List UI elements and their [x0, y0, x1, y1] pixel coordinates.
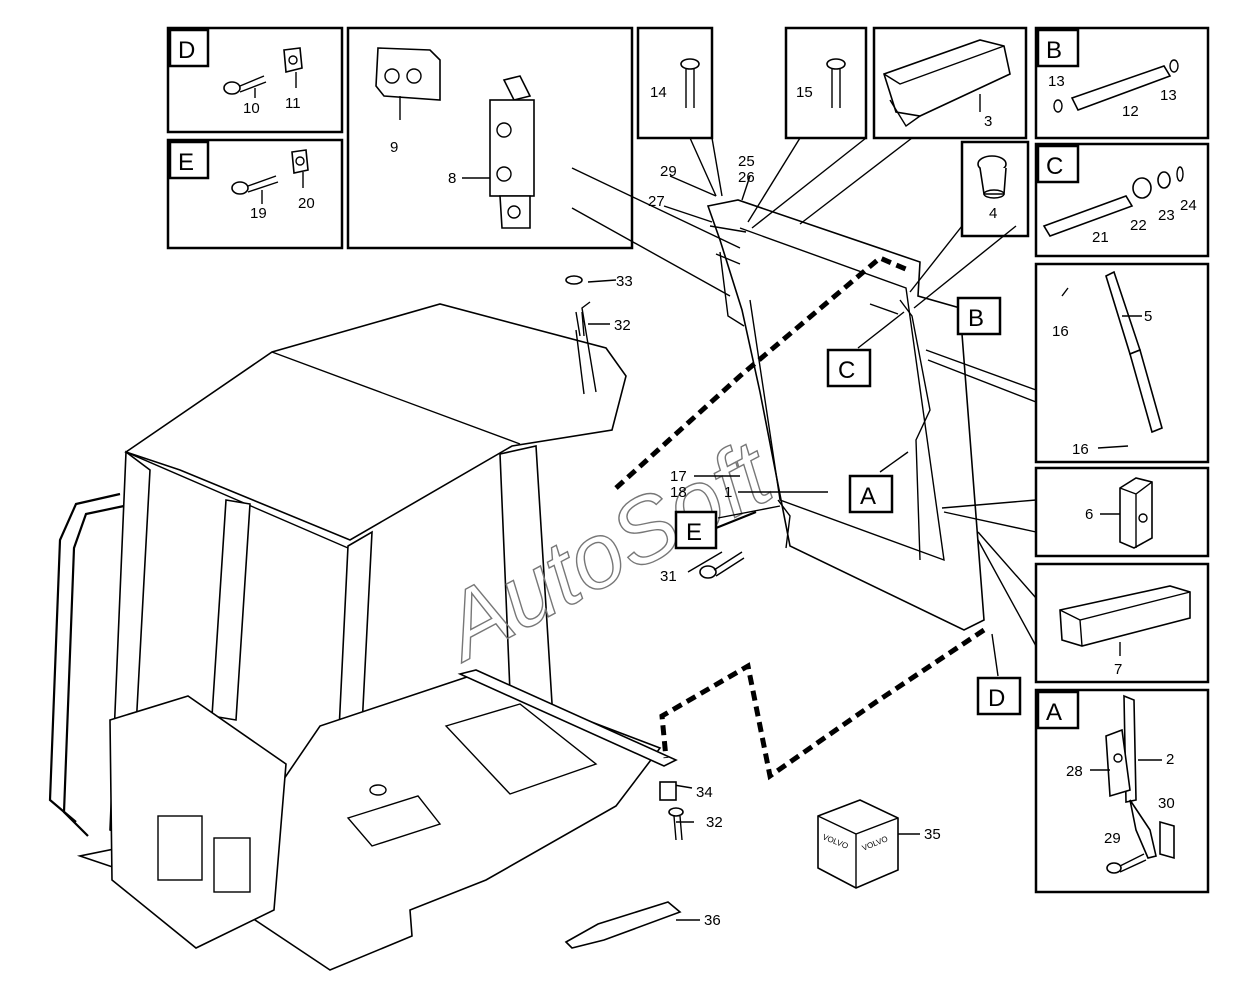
bolt-15-icon: [826, 58, 846, 108]
detail-box-4: 4: [960, 140, 1030, 238]
label-27: 27: [648, 193, 665, 210]
bolt-10-icon: [223, 75, 267, 95]
label-30: 30: [1158, 795, 1175, 812]
label-28: 28: [1066, 763, 1083, 780]
pin-12-icon: [1053, 59, 1179, 113]
label-29a: 29: [660, 163, 677, 180]
bolt-29-icon: [1106, 853, 1147, 874]
label-7: 7: [1114, 661, 1122, 678]
callout-e: E: [674, 510, 718, 550]
label-24: 24: [1180, 197, 1197, 214]
pin-21-icon: [1042, 166, 1184, 237]
bushing-4-icon: [977, 155, 1007, 199]
detail-box-14: 14: [636, 26, 714, 140]
callout-b: B: [956, 296, 1002, 336]
label-26: 26: [738, 169, 755, 186]
detail-box-6: 6: [1034, 466, 1210, 558]
label-18: 18: [670, 484, 687, 501]
label-32a: 32: [614, 317, 631, 334]
callout-e-arrow: [715, 510, 757, 530]
hinge-8-icon: [489, 75, 535, 229]
bolt-32-top-icon: [575, 311, 585, 337]
label-16a: 16: [1052, 323, 1069, 340]
callout-c: C: [826, 348, 872, 388]
plate-9-icon: [375, 47, 441, 101]
detail-tag-d: D: [178, 37, 195, 64]
label-12: 12: [1122, 103, 1139, 120]
label-25: 25: [738, 153, 755, 170]
gas-spring-5-icon: [1105, 270, 1163, 434]
label-17: 17: [670, 468, 687, 485]
bolt-14-icon: [680, 58, 700, 108]
detail-tag-b: B: [1046, 37, 1062, 64]
label-13a: 13: [1048, 73, 1065, 90]
callout-a: A: [848, 474, 894, 514]
label-8: 8: [448, 170, 456, 187]
svg-text:A: A: [860, 483, 876, 510]
detail-box-c: C 21 22 23 24: [1034, 142, 1210, 258]
bolt-32-bottom-icon: [668, 807, 684, 841]
detail-box-e: E 19 20: [166, 138, 344, 250]
bolt-31-icon: [699, 551, 745, 579]
label-16b: 16: [1072, 441, 1089, 458]
callout-d: D: [976, 676, 1022, 716]
detail-box-5: 5 16 16: [1034, 262, 1210, 464]
bolt-19-icon: [231, 175, 279, 195]
label-13b: 13: [1160, 87, 1177, 104]
label-11: 11: [285, 95, 301, 112]
label-5: 5: [1144, 308, 1152, 325]
svg-text:D: D: [988, 685, 1005, 712]
detail-box-15: 15: [784, 26, 868, 140]
svg-text:E: E: [686, 519, 702, 546]
label-36: 36: [704, 912, 721, 929]
label-6: 6: [1085, 506, 1093, 523]
label-29b: 29: [1104, 830, 1121, 847]
label-20: 20: [298, 195, 315, 212]
label-22: 22: [1130, 217, 1147, 234]
detail-box-a: A 2 28 30 29: [1034, 688, 1210, 894]
svg-text:C: C: [838, 357, 855, 384]
seal-7-icon: [1059, 585, 1191, 647]
label-9: 9: [390, 139, 398, 156]
label-4: 4: [989, 205, 997, 222]
door-drawing: [706, 199, 985, 631]
tube-36-icon: [564, 901, 682, 949]
label-21: 21: [1092, 229, 1109, 246]
block-6-icon: [1119, 477, 1153, 549]
washer-33-icon: [565, 275, 583, 285]
spacer-34-icon: [659, 781, 677, 801]
label-33: 33: [616, 273, 633, 290]
seal-3-icon: [883, 39, 1011, 128]
detail-tag-a: A: [1046, 699, 1062, 726]
leader-lines: [571, 137, 1037, 823]
label-19: 19: [250, 205, 267, 222]
door-opening-outline: [614, 255, 986, 781]
nut-11-icon: [283, 47, 303, 74]
label-3: 3: [984, 113, 992, 130]
svg-text:B: B: [968, 305, 984, 332]
detail-tag-e: E: [178, 149, 194, 176]
detail-box-d: D 10 11: [166, 26, 344, 134]
detail-box-b: B 13 12 13: [1034, 26, 1210, 140]
detail-tag-c: C: [1046, 153, 1063, 180]
label-34: 34: [696, 784, 713, 801]
label-23: 23: [1158, 207, 1175, 224]
label-31: 31: [660, 568, 677, 585]
detail-box-7: 7: [1034, 562, 1210, 684]
nut-20-icon: [291, 149, 309, 174]
label-32b: 32: [706, 814, 723, 831]
label-14: 14: [650, 84, 667, 101]
label-15: 15: [796, 84, 813, 101]
cab-frame-drawing: [48, 301, 678, 971]
label-10: 10: [243, 100, 260, 117]
detail-box-3: 3: [872, 26, 1028, 140]
label-2: 2: [1166, 751, 1174, 768]
package-35-icon: VOLVO VOLVO: [817, 799, 899, 889]
label-1: 1: [724, 484, 732, 501]
detail-box-8-9: 9 8: [346, 26, 634, 250]
hinge-2-icon: [1105, 694, 1175, 860]
label-35: 35: [924, 826, 941, 843]
